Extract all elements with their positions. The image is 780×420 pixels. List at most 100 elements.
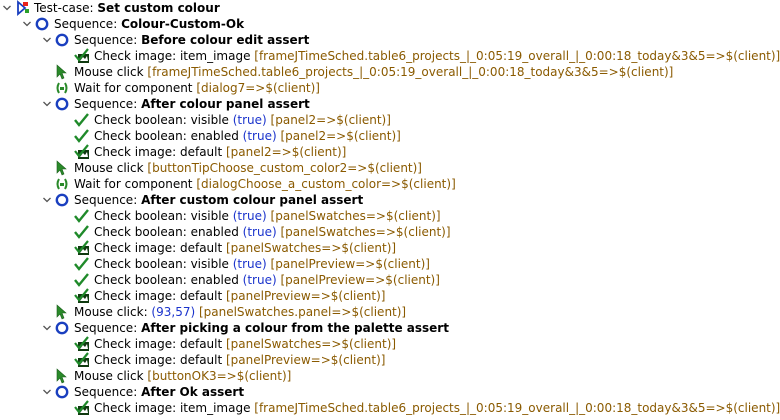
check-image-icon [74,336,90,352]
tree-row[interactable]: Mouse click [buttonTipChoose_custom_colo… [0,160,745,176]
expand-chevron-icon[interactable] [42,384,52,400]
node-label: Sequence: After custom colour panel asse… [74,192,363,208]
node-value: (true) [242,273,277,287]
node-label: Check image: default [panelPreview=>$(cl… [94,352,385,368]
tree-row[interactable]: Mouse click: (93,57) [panelSwatches.pane… [0,304,745,320]
tree-row[interactable]: Sequence: After picking a colour from th… [0,320,745,336]
tree-row[interactable]: Check boolean: visible (true) [panelPrev… [0,256,745,272]
tree-row[interactable]: Sequence: After Ok assert [0,384,745,400]
node-type: Check boolean: enabled [94,273,243,287]
check-image-icon [74,48,90,64]
node-name: After colour panel assert [141,97,310,111]
node-label: Sequence: After Ok assert [74,384,244,400]
tree-row[interactable]: Check image: default [panel2=>$(client)] [0,144,745,160]
node-type: Check boolean: enabled [94,225,243,239]
node-type: Check image: default [94,145,226,159]
node-label: Check image: item_image [frameJTimeSched… [94,48,780,64]
node-label: Mouse click [buttonOK3=>$(client)] [74,368,291,384]
expand-chevron-icon[interactable] [42,320,52,336]
node-label: Test-case: Set custom colour [34,0,220,16]
node-component: [panelPreview=>$(client)] [266,257,430,271]
node-component: [dialog7=>$(client)] [196,81,320,95]
tree-row[interactable]: Sequence: After colour panel assert [0,96,745,112]
tree-row[interactable]: Check image: default [panelSwatches=>$(c… [0,240,745,256]
node-component: [buttonOK3=>$(client)] [147,369,292,383]
node-type: Check boolean: visible [94,113,233,127]
tree-row[interactable]: Check boolean: visible (true) [panel2=>$… [0,112,745,128]
node-type: Check image: default [94,289,226,303]
tree-row[interactable]: Mouse click [buttonOK3=>$(client)] [0,368,745,384]
node-value: (true) [232,257,267,271]
node-type: Mouse click: [74,305,152,319]
node-label: Sequence: Before colour edit assert [74,32,309,48]
node-name: After picking a colour from the palette … [141,321,449,335]
check-image-icon [74,288,90,304]
node-label: Check image: default [panel2=>$(client)] [94,144,346,160]
expand-chevron-icon[interactable] [42,96,52,112]
node-type: Test-case: [34,1,98,15]
node-component: [panel2=>$(client)] [266,113,391,127]
node-type: Sequence: [74,97,142,111]
node-type: Sequence: [74,321,142,335]
node-component: [panelSwatches.panel=>$(client)] [195,305,407,319]
node-label: Check image: item_image [frameJTimeSched… [94,400,780,416]
tree-row[interactable]: Sequence: Before colour edit assert [0,32,745,48]
expand-chevron-icon[interactable] [42,192,52,208]
tree-row[interactable]: Check image: default [panelSwatches=>$(c… [0,336,745,352]
expand-chevron-icon[interactable] [2,0,12,16]
tree-row[interactable]: Sequence: Colour-Custom-Ok [0,16,745,32]
sequence-icon [54,384,70,400]
tree-row[interactable]: Check image: item_image [frameJTimeSched… [0,400,780,416]
node-type: Mouse click [74,65,148,79]
node-name: After custom colour panel assert [141,193,364,207]
node-component: [panel2=>$(client)] [276,129,401,143]
node-name: Set custom colour [97,1,220,15]
expand-chevron-icon[interactable] [42,32,52,48]
node-type: Sequence: [74,385,142,399]
node-label: Mouse click [buttonTipChoose_custom_colo… [74,160,422,176]
check-image-icon [74,144,90,160]
tree-row[interactable]: Mouse click [frameJTimeSched.table6_proj… [0,64,745,80]
node-type: Sequence: [74,33,142,47]
node-label: Check image: default [panelPreview=>$(cl… [94,288,385,304]
expand-chevron-icon[interactable] [22,16,32,32]
tree-row[interactable]: Check boolean: enabled (true) [panelPrev… [0,272,745,288]
node-type: Wait for component [74,81,197,95]
node-type: Check image: default [94,353,226,367]
mouse-click-icon [54,368,70,384]
tree-row[interactable]: Wait for component [dialogChoose_a_custo… [0,176,745,192]
node-type: Sequence: [74,193,142,207]
tree-row[interactable]: Check image: default [panelPreview=>$(cl… [0,352,745,368]
tree-row[interactable]: Check boolean: enabled (true) [panel2=>$… [0,128,745,144]
node-type: Check boolean: visible [94,209,233,223]
node-component: [buttonTipChoose_custom_color2=>$(client… [147,161,422,175]
node-label: Check boolean: enabled (true) [panel2=>$… [94,128,401,144]
node-component: [frameJTimeSched.table6_projects_|_0:05:… [254,49,780,63]
tree-row[interactable]: Test-case: Set custom colour [0,0,745,16]
tree-row[interactable]: Check boolean: visible (true) [panelSwat… [0,208,745,224]
node-label: Check boolean: visible (true) [panelSwat… [94,208,441,224]
check-boolean-icon [74,256,90,272]
tree-row[interactable]: Check image: default [panelPreview=>$(cl… [0,288,745,304]
tree-row[interactable]: Wait for component [dialog7=>$(client)] [0,80,745,96]
node-type: Wait for component [74,177,197,191]
node-label: Sequence: After colour panel assert [74,96,310,112]
node-value: (true) [242,225,277,239]
node-type: Check image: item_image [94,401,255,415]
wait-for-component-icon [54,80,70,96]
check-boolean-icon [74,224,90,240]
node-type: Check image: default [94,337,226,351]
node-type: Check image: item_image [94,49,255,63]
node-type: Check boolean: visible [94,257,233,271]
sequence-icon [54,32,70,48]
tree-row[interactable]: Sequence: After custom colour panel asse… [0,192,745,208]
check-image-icon [74,352,90,368]
node-type: Mouse click [74,161,148,175]
node-type: Check boolean: enabled [94,129,243,143]
tree-row[interactable]: Check boolean: enabled (true) [panelSwat… [0,224,745,240]
node-label: Check boolean: enabled (true) [panelPrev… [94,272,440,288]
node-value: (true) [242,129,277,143]
tree-row[interactable]: Check image: item_image [frameJTimeSched… [0,48,780,64]
mouse-click-icon [54,64,70,80]
